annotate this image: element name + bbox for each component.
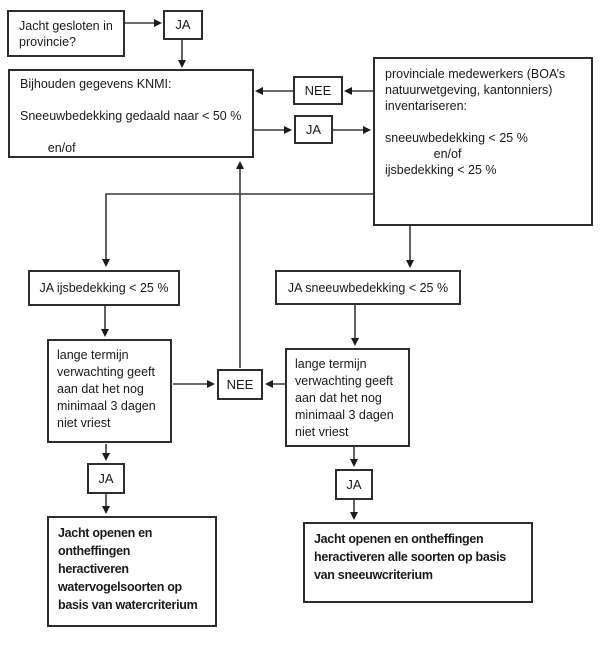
start-node: Jacht gesloten in provincie? <box>7 10 125 57</box>
ja-links-node: JA <box>87 463 125 494</box>
result-sneeuwcriterium-node: Jacht openen en ontheffingen heractivere… <box>303 522 533 603</box>
ja-rechts-node: JA <box>335 469 373 500</box>
knmi-node: Bijhouden gegevens KNMI: Sneeuwbedekking… <box>8 69 254 158</box>
nee-top-node: NEE <box>293 76 343 105</box>
ja-sneeuwbedekking-node: JA sneeuwbedekking < 25 % <box>275 270 461 305</box>
lange-termijn-links-node: lange termijn verwachting geeft aan dat … <box>47 339 172 443</box>
ja-ijsbedekking-node: JA ijsbedekking < 25 % <box>28 270 180 306</box>
lange-termijn-rechts-node: lange termijn verwachting geeft aan dat … <box>285 348 410 447</box>
ja-top-node: JA <box>163 10 203 40</box>
result-watercriterium-node: Jacht openen en ontheffingen heractivere… <box>47 516 217 627</box>
nee-mid-node: NEE <box>217 369 263 400</box>
arrow-prov-to-ja-ijs <box>102 193 373 267</box>
provinciale-medewerkers-node: provinciale medewerkers (BOA’s natuurwet… <box>373 57 593 226</box>
ja-mid-node: JA <box>294 115 333 144</box>
